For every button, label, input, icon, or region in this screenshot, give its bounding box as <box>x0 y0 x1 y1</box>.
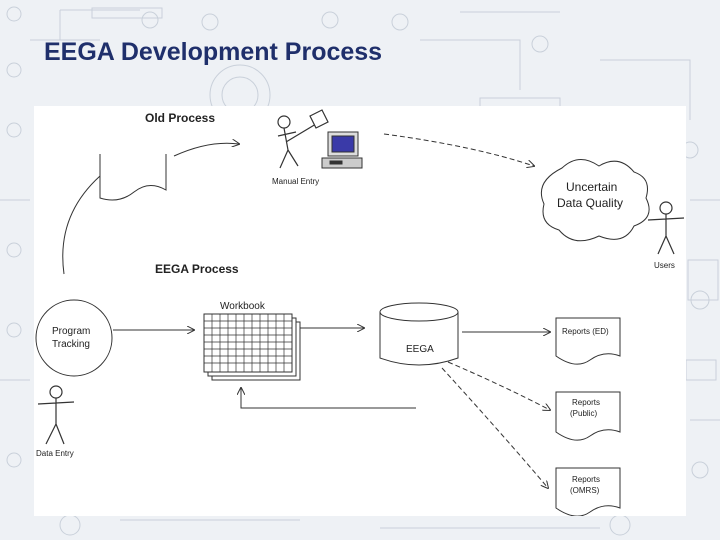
slide-title: EEGA Development Process <box>44 38 383 66</box>
report-omrs-document-icon: Reports (OMRS) <box>555 467 621 516</box>
old-to-eega-curve <box>62 175 101 275</box>
database-label: EEGA <box>406 344 434 355</box>
eega-process-heading: EEGA Process <box>155 262 239 276</box>
cloud-icon: Uncertain Data Quality <box>540 159 650 242</box>
uncertain-label: Uncertain <box>566 180 617 194</box>
data-entry-label: Data Entry <box>36 449 74 458</box>
users-person-icon <box>647 201 685 255</box>
entry-to-quality-arrow <box>383 133 534 166</box>
database-icon: EEGA <box>379 302 459 366</box>
manual-entry-person-icon <box>277 109 329 169</box>
diagram-panel: Old Process Manual Entry Uncertain <box>34 106 686 516</box>
report-ed-label: Reports (ED) <box>562 327 609 336</box>
report-ed-document-icon: Reports (ED) <box>555 317 621 365</box>
report-public-document-icon: Reports (Public) <box>555 391 621 441</box>
database-to-workbook-feedback-arrow <box>241 388 416 409</box>
computer-icon <box>321 131 363 169</box>
program-tracking-node: Program Tracking <box>35 299 113 377</box>
report-omrs-label-1: Reports <box>572 475 600 484</box>
program-tracking-label-2: Tracking <box>52 339 90 350</box>
workbook-spreadsheet-icon <box>203 313 301 381</box>
report-public-label-2: (Public) <box>570 409 597 418</box>
report-omrs-label-2: (OMRS) <box>570 486 600 495</box>
data-quality-label: Data Quality <box>557 196 623 210</box>
process-diagram: Old Process Manual Entry Uncertain <box>35 109 685 516</box>
db-to-report-omrs-arrow <box>441 367 548 488</box>
workbook-label: Workbook <box>220 301 266 312</box>
old-process-heading: Old Process <box>145 111 215 125</box>
data-entry-person-icon <box>37 385 75 445</box>
report-public-label-1: Reports <box>572 398 600 407</box>
old-tracking-document-icon <box>99 154 167 201</box>
program-tracking-label-1: Program <box>52 326 90 337</box>
old-to-entry-arrow <box>173 143 239 157</box>
manual-entry-label: Manual Entry <box>272 177 319 186</box>
users-label: Users <box>654 261 675 270</box>
db-to-report-public-arrow <box>447 361 550 410</box>
